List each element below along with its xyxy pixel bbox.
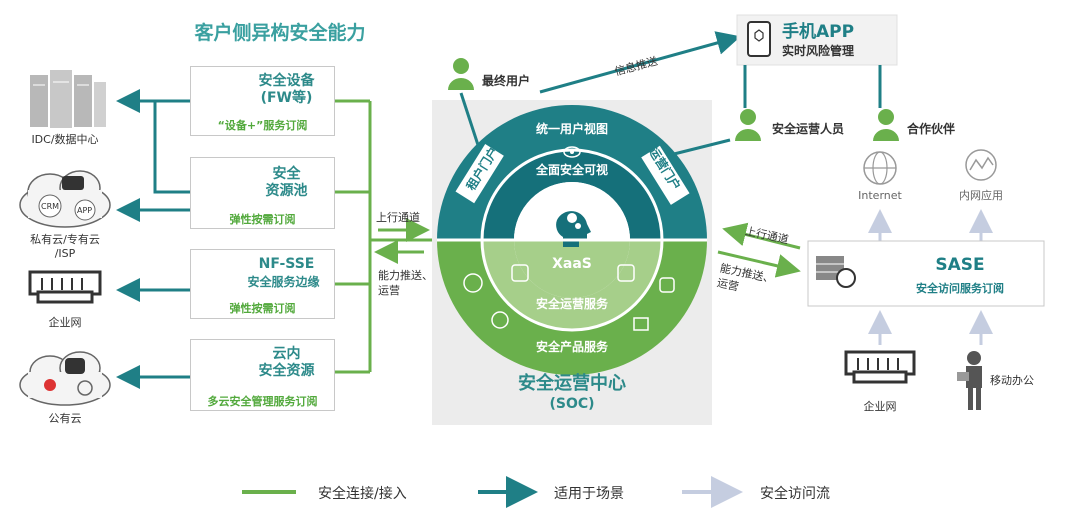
service-box-nf-sse[interactable]: NF-SSE 安全服务边缘 弹性按需订阅 [190,249,335,319]
app-title: 手机APP [782,22,855,42]
enterprise-right-label: 企业网 [863,400,897,413]
info-push-arrow [539,31,741,94]
brain-head-icon [556,211,591,247]
service-box-resource-pool[interactable]: 安全 资源池 弹性按需订阅 [190,157,335,229]
sase-title: SASE [935,255,985,275]
section-title: 客户侧异构安全能力 [194,22,366,44]
soc-inner-top-label: 全面安全可视 [535,163,608,177]
service-box-security-device[interactable]: 安全设备 (FW等) “设备+”服务订阅 [190,66,335,136]
ops-link [669,138,731,157]
push-label-left: 能力推送、 运营 [378,269,433,297]
crm-tag: CRM [41,202,60,211]
firewall-gear-icon [816,256,856,288]
legend-label-teal: 适用于场景 [554,486,624,502]
public-cloud-label: 公有云 [48,412,82,425]
soc-inner-bottom-label: 安全运营服务 [535,297,608,311]
intranet-label: 内网应用 [959,189,1003,202]
partner-label: 合作伙伴 [907,122,956,136]
eye-icon [563,146,581,158]
soc-top-band: 统一用户视图 [535,122,608,136]
end-user-icon [448,58,474,90]
ops-staff-label: 安全运营人员 [772,122,845,136]
internet-label: Internet [858,189,902,202]
intranet-app-icon [965,149,997,181]
service-title-2: 安全服务边缘 [247,275,320,289]
app-sub: 实时风险管理 [782,44,855,58]
service-sub: “设备+”服务订阅 [217,119,308,132]
service-title: 云内 安全资源 [258,346,315,379]
idc-label: IDC/数据中心 [31,133,99,146]
soc-subtitle: (SOC) [549,396,595,412]
push-arrow-right [717,250,801,278]
soc-title: 安全运营中心 [518,373,626,394]
service-box-cloud-resource[interactable]: 云内 安全资源 多云安全管理服务订阅 [190,339,335,411]
ops-portal-tab[interactable] [638,142,693,208]
mobile-worker-icon [957,351,982,410]
sase-sub: 安全访问服务订阅 [916,282,1004,295]
uplink-arrow-right [722,222,801,250]
ops-staff-icon [735,109,761,141]
public-cloud-icon [19,351,111,406]
private-cloud-icon [19,170,111,228]
end-user-label: 最终用户 [482,74,531,88]
globe-icon [863,151,897,185]
service-title: NF-SSE [258,256,315,272]
mobile-office-label: 移动办公 [990,374,1034,387]
arrow-pool-connector [153,101,190,194]
tenant-portal-tab[interactable] [452,141,507,206]
soc-center-label: XaaS [552,256,592,272]
legend-label-gray: 安全访问流 [760,486,830,502]
service-sub: 弹性按需订阅 [229,302,296,315]
service-title: 安全 资源池 [265,166,308,199]
phone-icon [747,21,771,57]
partner-icon [873,109,899,141]
app-tag: APP [77,206,93,215]
private-cloud-label: 私有云/专有云 /ISP [30,233,100,260]
server-rack-icon [30,70,106,128]
uplink-label-left: 上行通道 [376,211,420,224]
soc-outer-bottom-label: 安全产品服务 [535,340,608,354]
security-module-icon [463,264,675,331]
legend-label-green: 安全连接/接入 [318,486,407,502]
end-user-link [459,92,480,146]
service-sub: 弹性按需订阅 [229,213,296,226]
enterprise-network-icon [28,270,102,304]
service-sub: 多云安全管理服务订阅 [207,395,318,408]
enterprise-network-right-icon [844,350,916,384]
service-title: 安全设备 (FW等) [258,73,315,106]
enterprise-label: 企业网 [48,316,82,329]
